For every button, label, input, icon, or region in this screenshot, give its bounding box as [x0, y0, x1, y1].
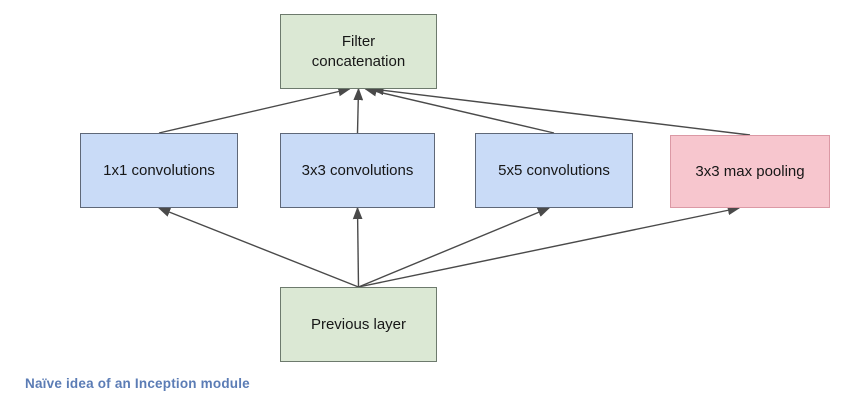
arrow-conv5x5-to-filter-concat — [364, 86, 555, 134]
arrow-conv1x1-to-filter-concat — [158, 86, 351, 134]
node-3x3-max-pooling: 3x3 max pooling — [670, 135, 830, 208]
node-label: 5x5 convolutions — [498, 161, 610, 179]
arrow-previous-to-maxpool — [358, 205, 741, 288]
node-label: 3x3 convolutions — [301, 161, 414, 179]
figure-caption: Naïve idea of an Inception module — [25, 376, 250, 391]
arrow-conv3x3-to-filter-concat — [353, 87, 364, 134]
node-filter-concatenation: Filter concatenation — [280, 14, 437, 89]
node-label: 3x3 max pooling — [695, 162, 805, 180]
node-previous-layer: Previous layer — [280, 287, 437, 362]
node-5x5-convolutions: 5x5 convolutions — [475, 133, 633, 208]
arrow-previous-to-conv1x1 — [157, 207, 359, 288]
arrow-maxpool-to-filter-concat — [371, 85, 751, 136]
node-3x3-convolutions: 3x3 convolutions — [280, 133, 435, 208]
node-label: Filter concatenation — [311, 33, 406, 70]
node-label: 1x1 convolutions — [103, 161, 215, 179]
arrow-previous-to-conv3x3 — [352, 206, 363, 288]
arrow-previous-to-conv5x5 — [358, 207, 551, 288]
node-1x1-convolutions: 1x1 convolutions — [80, 133, 238, 208]
node-label: Previous layer — [310, 315, 407, 333]
